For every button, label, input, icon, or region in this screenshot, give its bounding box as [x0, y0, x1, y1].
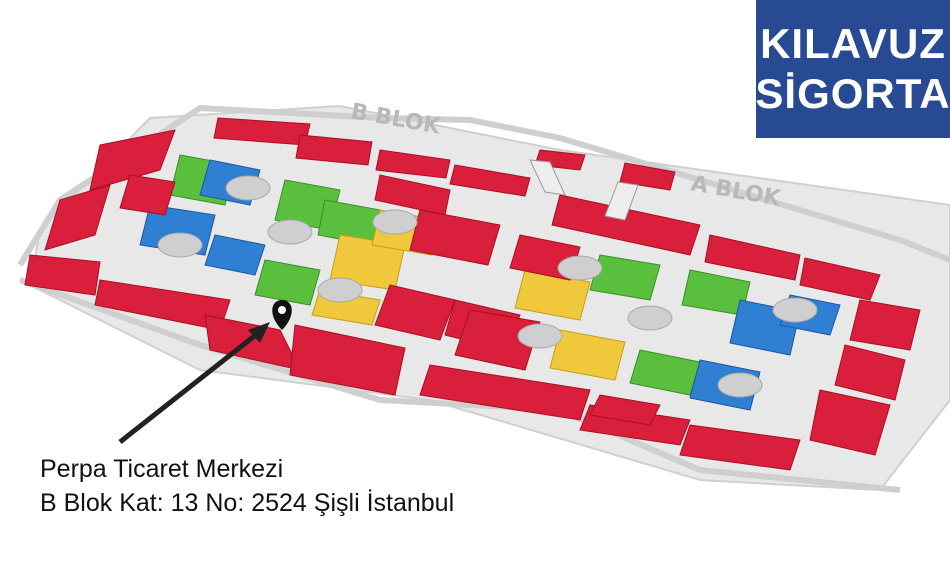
address-line-1: Perpa Ticaret Merkezi	[40, 455, 284, 483]
arrow-pointer-icon	[118, 322, 270, 444]
address-block: Perpa Ticaret Merkezi B Blok Kat: 13 No:…	[40, 452, 454, 520]
elevator-hubs	[157, 175, 818, 398]
address-line-2: B Blok Kat: 13 No: 2524 Şişli İstanbul	[40, 489, 455, 517]
stairs-icon	[529, 159, 639, 221]
brand-badge: KILAVUZ SİGORTA	[755, 0, 950, 138]
b-block-perimeter-shops	[24, 117, 531, 396]
location-pin-icon	[272, 300, 292, 330]
brand-line-2: SİGORTA	[755, 70, 950, 117]
brand-line-1: KILAVUZ	[760, 20, 946, 67]
a-block-shops-green	[589, 254, 751, 396]
b-block-inner-red-shops	[119, 174, 501, 341]
